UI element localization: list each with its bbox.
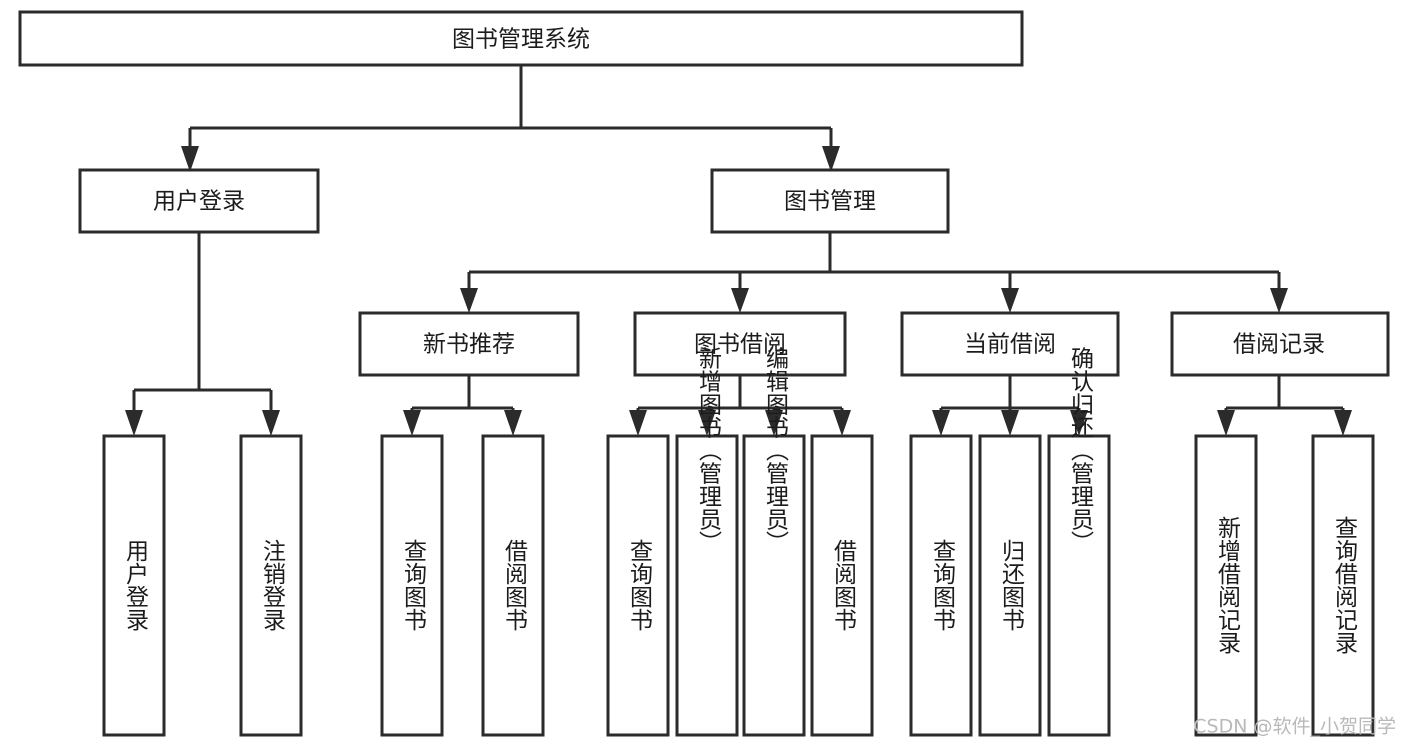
arrow-to-leaf-logout-login [262,410,280,436]
leaf-edit-book[interactable]: 编辑图书（管理员） [742,347,806,737]
arrow-to-leaf-query-record [1334,410,1352,436]
node-root-box[interactable] [18,10,1024,67]
arrow-to-user-login [181,146,199,172]
leaf-logout-login-box[interactable] [239,434,303,737]
node-current-borrow-label: 当前借阅 [964,332,1056,358]
arrow-to-book-manage [822,146,840,172]
node-user-login-box[interactable] [78,168,320,234]
arrow-to-leaf-add-book [698,410,716,436]
leaf-query-record-box[interactable] [1311,434,1375,737]
arrow-to-leaf-user-login [125,410,143,436]
arrow-to-leaf-query-book-2 [629,410,647,436]
leaf-query-book-1-label: 查询图书 [400,539,428,631]
edge-root-to-level2-bus [188,65,833,150]
node-book-manage[interactable]: 图书管理 [710,168,950,234]
node-borrow-record[interactable]: 借阅记录 [1170,311,1390,377]
arrow-to-current-borrow [1001,288,1019,313]
leaf-borrow-book-1[interactable]: 借阅图书 [481,434,545,737]
leaf-user-login-box[interactable] [102,434,166,737]
arrow-to-leaf-borrow-book-1 [504,410,522,436]
leaf-query-book-2-label: 查询图书 [626,539,654,631]
leaf-user-login-label: 用户登录 [122,539,150,631]
leaf-query-book-1-box[interactable] [380,434,444,737]
leaf-user-login[interactable]: 用户登录 [102,434,166,737]
leaf-query-book-3-label: 查询图书 [929,539,957,631]
leaf-return-book-label: 归还图书 [998,539,1026,631]
csdn-watermark: CSDN @软件_小贺同学 [1193,716,1396,738]
arrow-to-borrow-record [1270,288,1288,313]
node-current-borrow[interactable]: 当前借阅 [900,311,1120,377]
leaf-return-book-box[interactable] [978,434,1042,737]
arrow-to-book-borrow [731,288,749,313]
leaf-confirm-return[interactable]: 确认归还（管理员） [1047,347,1111,737]
leaf-query-book-3-box[interactable] [909,434,973,737]
leaf-add-record-label: 新增借阅记录 [1214,516,1242,654]
leaf-borrow-book-1-label: 借阅图书 [501,539,529,631]
node-book-borrow[interactable]: 图书借阅 [633,311,847,377]
node-root-label: 图书管理系统 [452,27,590,53]
arrow-to-leaf-add-record [1217,410,1235,436]
leaf-query-book-2-box[interactable] [606,434,670,737]
arrow-to-leaf-query-book-1 [403,410,421,436]
leaf-confirm-return-box[interactable] [1047,434,1111,737]
arrow-to-leaf-confirm-return [1070,410,1088,436]
edge-borrow-record-to-leaves [1224,375,1345,414]
leaf-query-book-1[interactable]: 查询图书 [380,434,444,737]
node-user-login[interactable]: 用户登录 [78,168,320,234]
leaf-add-book-box[interactable] [675,434,739,737]
node-book-borrow-label: 图书借阅 [694,332,786,358]
leaf-edit-book-box[interactable] [742,434,806,737]
leaf-return-book[interactable]: 归还图书 [978,434,1042,737]
arrow-to-leaf-borrow-book-2 [833,410,851,436]
leaf-add-book-label: 新增图书（管理员） [695,347,723,554]
leaf-confirm-return-label: 确认归还（管理员） [1067,347,1095,554]
edge-current-borrow-to-leaves [939,375,1081,414]
arrow-to-leaf-query-book-3 [932,410,950,436]
node-book-manage-label: 图书管理 [784,189,876,215]
edge-new-book-recommend-to-leaves [410,375,515,414]
leaf-borrow-book-2-label: 借阅图书 [830,539,858,631]
node-new-book-recommend[interactable]: 新书推荐 [358,311,580,377]
leaf-query-record-label: 查询借阅记录 [1331,516,1359,654]
node-new-book-recommend-label: 新书推荐 [423,332,515,358]
node-current-borrow-box[interactable] [900,311,1120,377]
leaf-add-record-box[interactable] [1194,434,1258,737]
arrow-to-leaf-return-book [1001,410,1019,436]
leaf-query-book-3[interactable]: 查询图书 [909,434,973,737]
leaf-borrow-book-1-box[interactable] [481,434,545,737]
arrow-to-new-book-recommend [460,288,478,313]
leaf-edit-book-label: 编辑图书（管理员） [762,347,790,554]
edge-book-manage-to-level3-bus [467,232,1281,292]
leaf-borrow-book-2-box[interactable] [810,434,874,737]
leaf-logout-login[interactable]: 注销登录 [239,434,303,737]
node-user-login-label: 用户登录 [153,189,245,215]
node-root[interactable]: 图书管理系统 [18,10,1024,67]
edge-book-borrow-to-leaves [636,375,844,414]
edge-user-login-to-leaves [132,232,273,412]
connector-layer [125,65,1352,436]
leaf-borrow-book-2[interactable]: 借阅图书 [810,434,874,737]
leaf-add-record[interactable]: 新增借阅记录 [1194,434,1258,737]
node-new-book-recommend-box[interactable] [358,311,580,377]
node-borrow-record-label: 借阅记录 [1233,332,1325,358]
leaf-query-book-2[interactable]: 查询图书 [606,434,670,737]
leaf-query-record[interactable]: 查询借阅记录 [1311,434,1375,737]
node-borrow-record-box[interactable] [1170,311,1390,377]
leaf-logout-login-label: 注销登录 [259,539,287,631]
node-book-borrow-box[interactable] [633,311,847,377]
node-book-manage-box[interactable] [710,168,950,234]
leaf-add-book[interactable]: 新增图书（管理员） [675,347,739,737]
arrow-to-leaf-edit-book [765,410,783,436]
